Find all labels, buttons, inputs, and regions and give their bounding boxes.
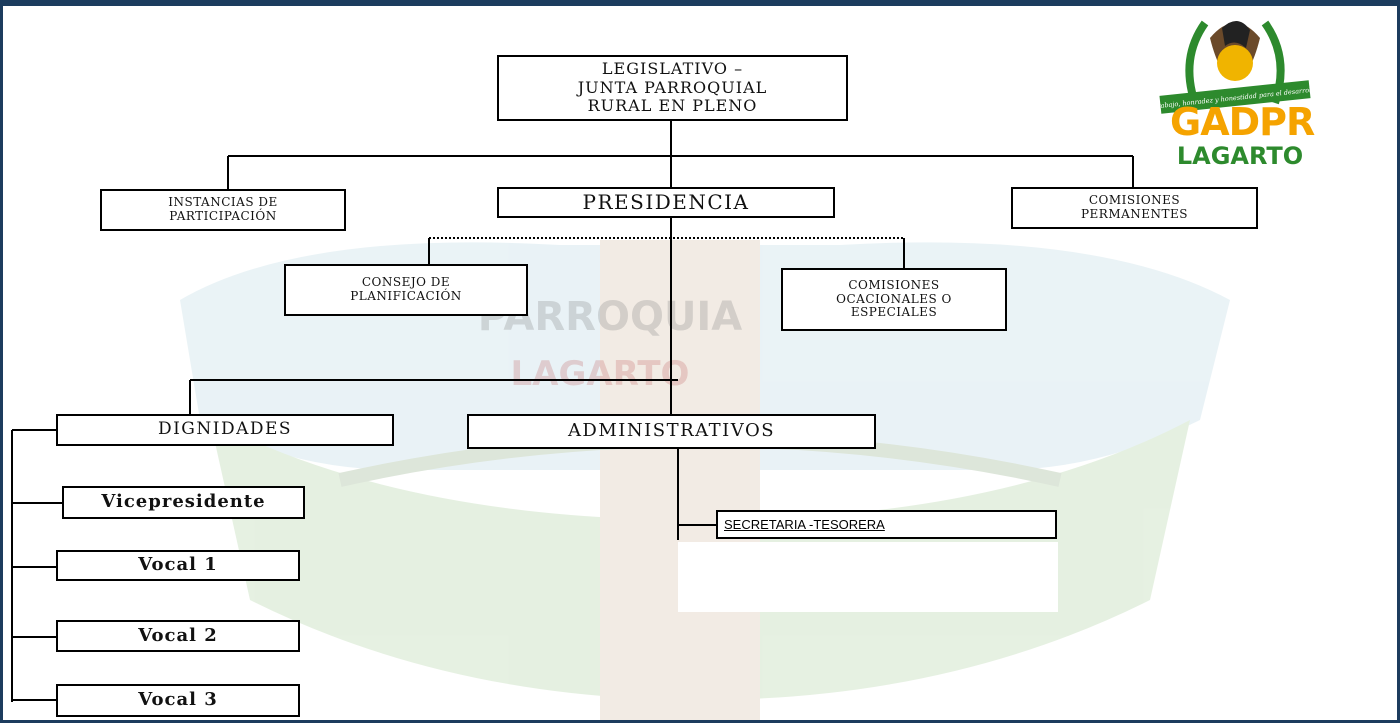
box-consejo: CONSEJO DE PLANIFICACIÓN <box>284 264 528 316</box>
box-instancias: INSTANCIAS DE PARTICIPACIÓN <box>100 189 346 231</box>
box-administrativos: ADMINISTRATIVOS <box>467 414 876 449</box>
box-comisiones-permanentes: COMISIONES PERMANENTES <box>1011 187 1258 229</box>
box-legislativo: LEGISLATIVO – JUNTA PARROQUIAL RURAL EN … <box>497 55 848 121</box>
box-dignidades: DIGNIDADES <box>56 414 394 446</box>
box-vocal-2: Vocal 2 <box>56 620 300 652</box>
box-presidencia: PRESIDENCIA <box>497 187 835 218</box>
gadpr-logo: ¡Trabajo, honradez y honestidad para el … <box>1150 20 1320 114</box>
box-secretaria-tesorera: SECRETARIA -TESORERA <box>716 510 1057 539</box>
box-vocal-3: Vocal 3 <box>56 684 300 717</box>
box-vocal-1: Vocal 1 <box>56 550 300 581</box>
box-vicepresidente: Vicepresidente <box>62 486 305 519</box>
blank-patch <box>678 542 1058 612</box>
logo-name-bottom: LAGARTO <box>1176 142 1304 170</box>
logo-name-top: GADPR <box>1170 100 1315 144</box>
box-comisiones-ocasionales: COMISIONES OCACIONALES O ESPECIALES <box>781 268 1007 331</box>
